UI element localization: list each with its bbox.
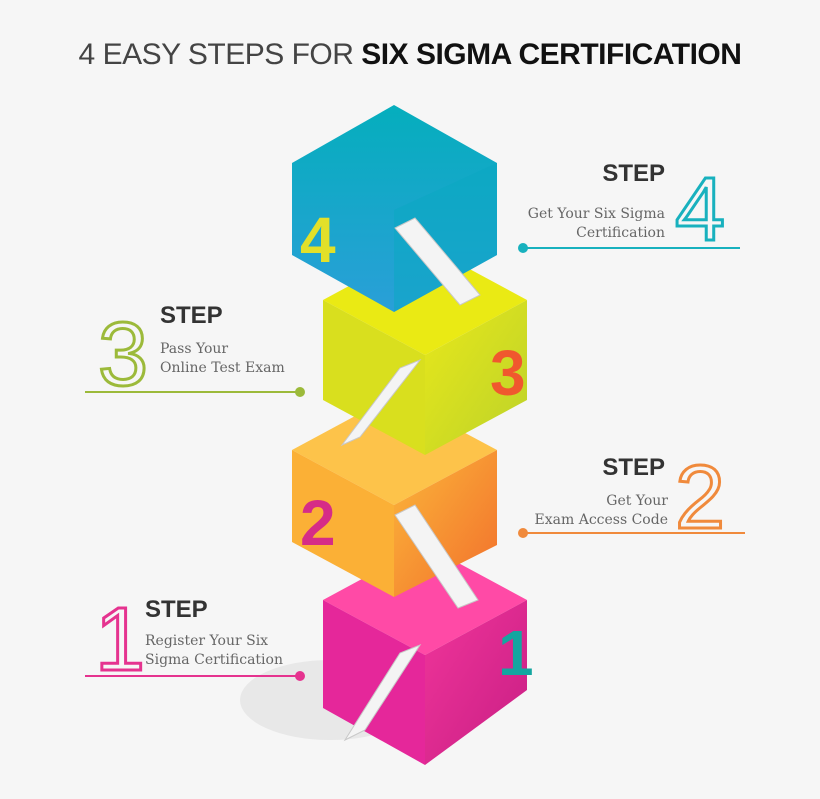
cube-step-1: 1 [323,545,534,765]
connector-step-3: 3 [85,304,305,407]
step-4-description: Get Your Six Sigma Certification [528,205,665,243]
cube-number-3: 3 [490,337,526,409]
step-4-line1: Get Your Six Sigma [527,206,665,222]
step-3-description: Pass Your Online Test Exam [160,340,285,378]
cube-number-2: 2 [300,487,336,559]
step-1-line2: Sigma Certification [145,652,283,668]
stairs [340,217,481,742]
cube-step-2: 2 [292,395,497,597]
title-light: 4 EASY STEPS FOR [78,38,362,71]
page-title: 4 EASY STEPS FOR SIX SIGMA CERTIFICATION [0,38,820,72]
step-1-label: STEP [145,596,208,623]
outline-number-1: 1 [95,590,145,690]
step-3-line1: Pass Your [160,341,229,357]
step-2-line2: Exam Access Code [534,512,668,528]
step-1-line1: Register Your Six [145,633,269,649]
connector-step-1: 1 [85,589,305,692]
step-2-description: Get Your Exam Access Code [535,492,668,530]
step-2-label: STEP [602,454,665,481]
step-1-description: Register Your Six Sigma Certification [145,632,283,670]
title-bold: SIX SIGMA CERTIFICATION [361,38,742,71]
connector-step-4: 4 [518,159,740,262]
cube-number-4: 4 [300,204,336,276]
step-2-line1: Get Your [606,493,668,509]
outline-number-3: 3 [98,305,148,405]
step-4-label: STEP [602,160,665,187]
outline-number-2: 2 [675,448,725,548]
step-3-line2: Online Test Exam [160,360,285,376]
cube-number-1: 1 [498,617,534,689]
step-3-label: STEP [160,302,223,329]
outline-number-4: 4 [675,160,725,260]
step-4-line2: Certification [576,225,665,241]
connector-step-2: 2 [518,447,745,550]
